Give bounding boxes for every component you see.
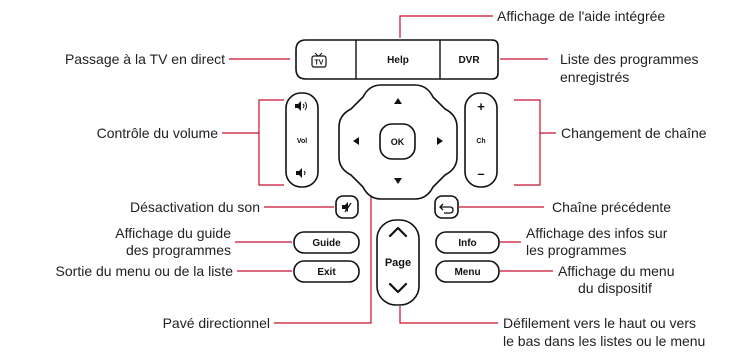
- volume-label: Vol: [297, 138, 307, 145]
- label-page-scroll-line1: Défilement vers le haut ou vers: [503, 315, 696, 331]
- label-menu-line1: Affichage du menu: [558, 263, 675, 279]
- callout-page-line: [399, 306, 498, 324]
- mute-button[interactable]: [335, 195, 359, 219]
- volume-up-icon[interactable]: [295, 101, 307, 111]
- volume-rocker[interactable]: Vol: [285, 92, 319, 188]
- dpad[interactable]: OK: [338, 84, 458, 200]
- label-recordings-line1: Liste des programmes: [560, 51, 699, 67]
- help-button[interactable]: Help: [356, 40, 440, 79]
- label-channel-change: Changement de chaîne: [561, 125, 707, 141]
- tv-icon-text: TV: [315, 60, 324, 67]
- page-label: Page: [385, 257, 411, 269]
- exit-button-label: Exit: [317, 267, 336, 278]
- callout-help-line: [399, 15, 493, 38]
- channel-label: Ch: [476, 138, 485, 145]
- dpad-up-arrow-icon[interactable]: [394, 98, 402, 104]
- callout-volume-bracket: [222, 99, 284, 186]
- callout-labels: Affichage de l'aide intégrée Passage à l…: [56, 8, 707, 349]
- ok-button-label: OK: [391, 137, 405, 147]
- label-help-builtin: Affichage de l'aide intégrée: [497, 8, 665, 24]
- exit-button-body[interactable]: [293, 260, 360, 283]
- previous-channel-button[interactable]: [434, 195, 459, 219]
- top-button-row: [295, 39, 499, 80]
- help-button-label: Help: [387, 55, 409, 66]
- live-tv-button[interactable]: TV: [296, 40, 356, 79]
- label-guide-line1: Affichage du guide: [115, 225, 231, 241]
- label-volume: Contrôle du volume: [97, 125, 219, 141]
- guide-button-body[interactable]: [293, 231, 360, 254]
- page-rocker-body[interactable]: [376, 219, 420, 306]
- dvr-button-label: DVR: [458, 55, 480, 66]
- ok-button[interactable]: [379, 123, 416, 160]
- channel-up-button[interactable]: +: [477, 99, 485, 114]
- menu-button-body[interactable]: [435, 260, 500, 283]
- label-menu-line2: du dispositif: [578, 280, 652, 296]
- info-button-body[interactable]: [435, 231, 500, 254]
- label-mute: Désactivation du son: [130, 199, 260, 215]
- tv-icon: TV: [311, 52, 327, 68]
- volume-rocker-body[interactable]: [285, 92, 319, 188]
- info-button-label: Info: [458, 238, 476, 249]
- label-live-tv: Passage à la TV en direct: [65, 51, 225, 67]
- page-down-chevron-icon[interactable]: [388, 282, 408, 294]
- dpad-right-arrow-icon[interactable]: [437, 137, 443, 145]
- callout-channel-bracket: [514, 99, 556, 186]
- guide-button-label: Guide: [312, 238, 341, 249]
- label-info-line2: les programmes: [526, 242, 626, 258]
- menu-button-label: Menu: [454, 267, 480, 278]
- guide-button[interactable]: Guide: [293, 231, 360, 254]
- dpad-down-arrow-icon[interactable]: [394, 178, 402, 184]
- exit-button[interactable]: Exit: [293, 260, 360, 283]
- label-previous-channel: Chaîne précédente: [552, 199, 671, 215]
- label-info-line1: Affichage des infos sur: [526, 225, 668, 241]
- page-rocker[interactable]: Page: [376, 219, 420, 306]
- label-recordings-line2: enregistrés: [560, 69, 629, 85]
- menu-button[interactable]: Menu: [435, 260, 500, 283]
- dvr-button[interactable]: DVR: [440, 40, 498, 79]
- label-page-scroll-line2: le bas dans les listes ou le menu: [503, 333, 705, 349]
- volume-down-icon[interactable]: [296, 168, 306, 178]
- page-up-chevron-icon[interactable]: [388, 226, 408, 238]
- callout-dpad-line: [274, 174, 372, 324]
- channel-rocker-body[interactable]: [464, 92, 498, 188]
- callout-lines: [222, 15, 556, 324]
- mute-icon: [342, 202, 352, 213]
- back-arrow-icon: [439, 203, 454, 214]
- channel-down-button[interactable]: –: [477, 166, 484, 181]
- label-exit-menu: Sortie du menu ou de la liste: [56, 263, 234, 279]
- dpad-left-arrow-icon[interactable]: [353, 137, 359, 145]
- top-row-frame: [295, 39, 499, 80]
- label-dpad: Pavé directionnel: [163, 315, 270, 331]
- channel-rocker[interactable]: + Ch –: [464, 92, 498, 188]
- label-guide-line2: des programmes: [126, 242, 231, 258]
- info-button[interactable]: Info: [435, 231, 500, 254]
